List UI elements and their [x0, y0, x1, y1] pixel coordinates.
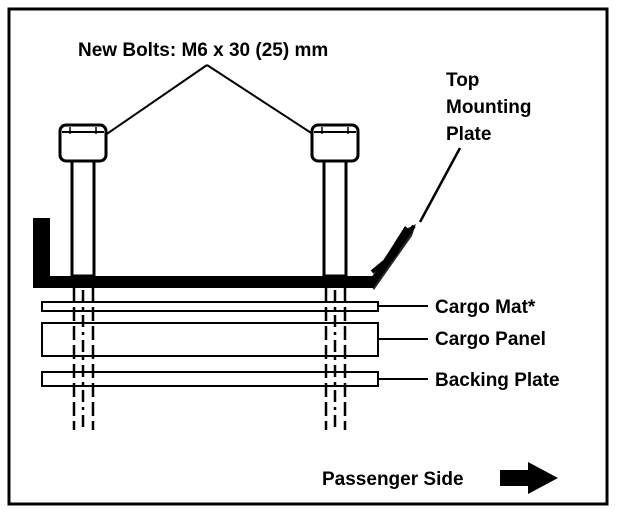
arrow-right-icon — [500, 462, 558, 494]
top-plate-label-line2: Mounting — [446, 97, 531, 118]
bolt-leader-right — [206, 64, 323, 141]
bolt-left — [58, 123, 108, 278]
bolt-shank-left-hidden — [72, 288, 95, 432]
top-plate-label-line1: Top — [446, 70, 479, 91]
backing-plate-label: Backing Plate — [435, 370, 560, 391]
cargo-panel-label: Cargo Panel — [435, 329, 546, 350]
cargo-mat-label: Cargo Mat* — [435, 297, 536, 318]
bolt-leader-left — [97, 64, 208, 141]
bolt-shank-right-hidden — [324, 288, 347, 432]
top-plate-leader — [418, 147, 462, 223]
cargo-panel — [41, 322, 379, 357]
bolts-label: New Bolts: M6 x 30 (25) mm — [78, 40, 328, 61]
top-mounting-plate — [33, 218, 416, 290]
passenger-side-label: Passenger Side — [322, 469, 464, 490]
diagram-frame — [7, 7, 609, 506]
top-plate-label-line3: Plate — [446, 124, 491, 145]
bolt-right — [310, 123, 360, 278]
